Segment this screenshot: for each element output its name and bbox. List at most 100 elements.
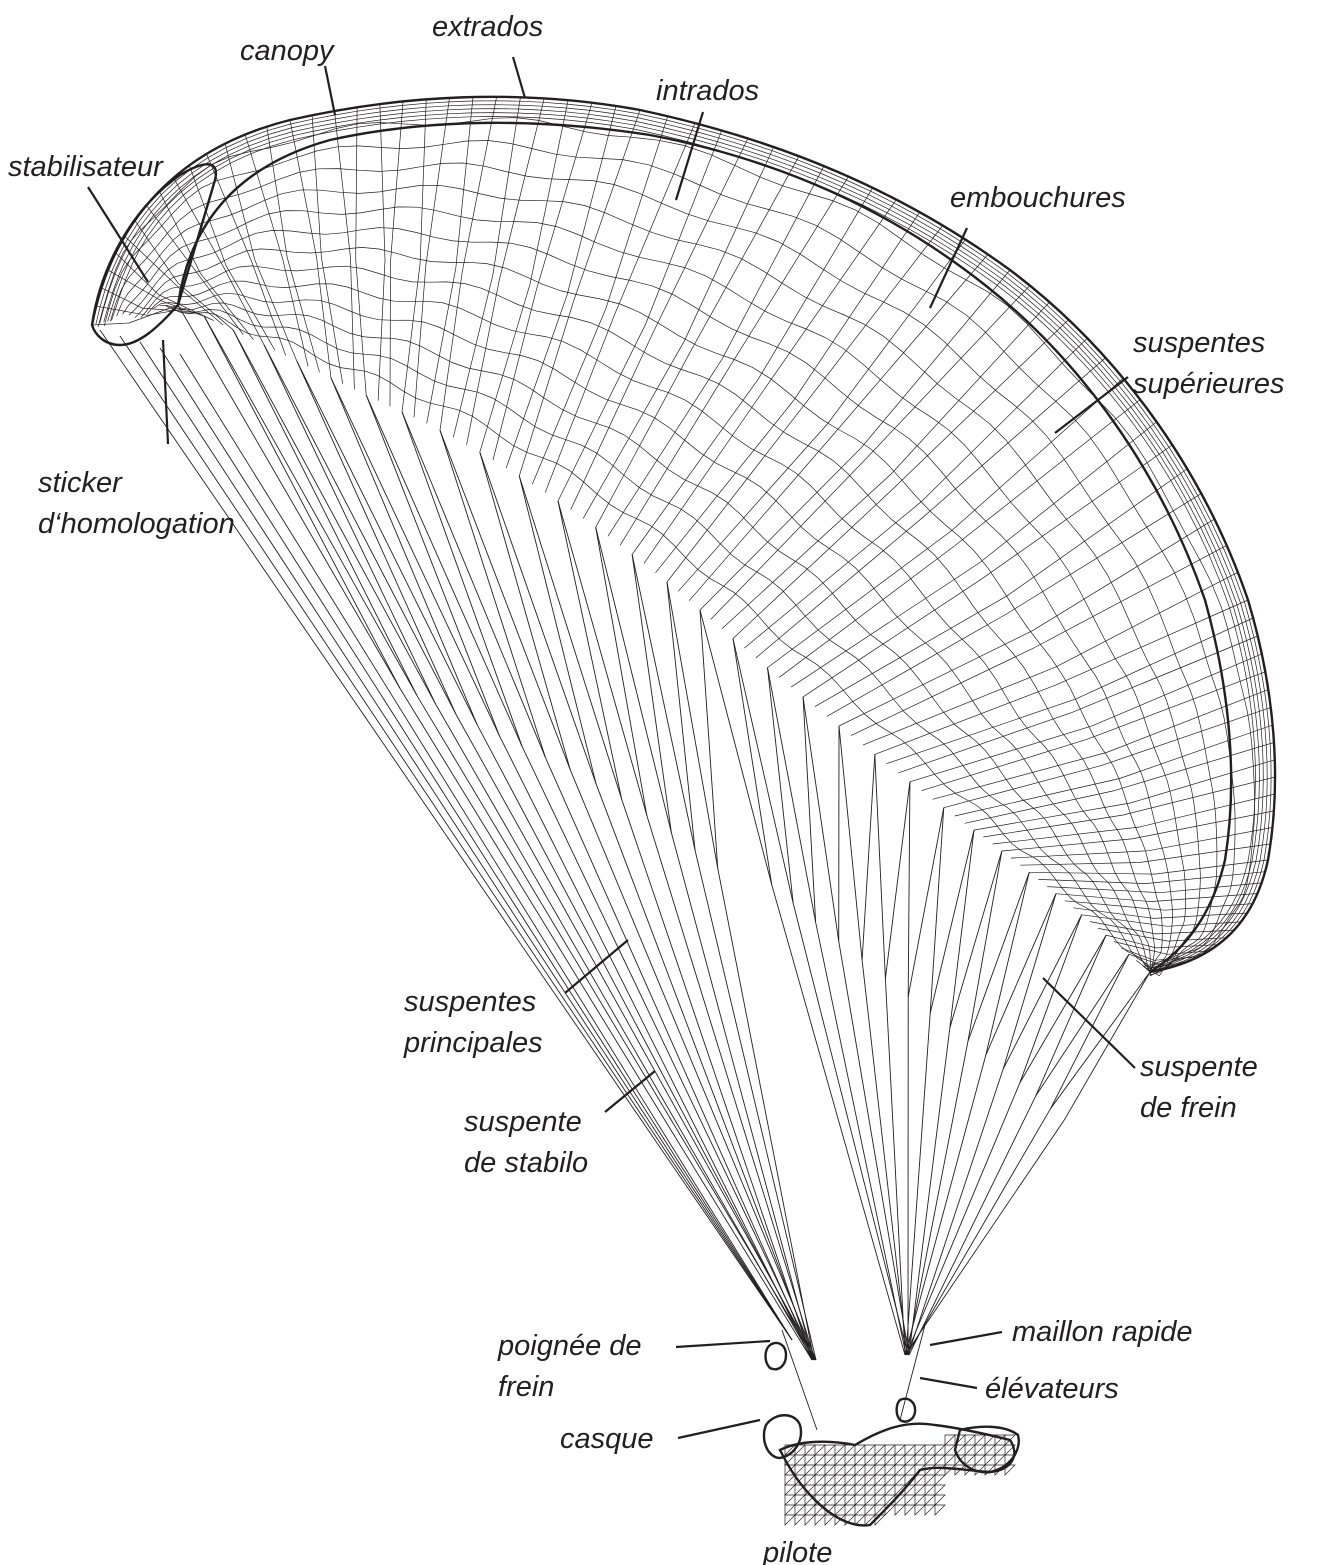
mesh-line (104, 141, 1235, 976)
pilot-mesh-cell (925, 1455, 935, 1465)
mesh-line (779, 400, 1140, 678)
pilot-mesh-cell (845, 1505, 855, 1515)
suspension-line (862, 960, 907, 1355)
pilot-mesh-cell (805, 1445, 815, 1455)
label-sticker-line2: d‘homologation (38, 508, 235, 540)
mesh-line (104, 109, 1264, 972)
pilot-mesh-cell (865, 1475, 875, 1485)
leader-casque (678, 1420, 760, 1438)
label-canopy: canopy (240, 35, 335, 67)
pilot-mesh-cell (865, 1495, 875, 1505)
pilot-mesh-cell (845, 1465, 855, 1475)
leader-lines (88, 57, 1135, 1438)
mesh-line (700, 270, 1010, 610)
brake-handle-left-icon (766, 1343, 787, 1369)
canopy-mesh (92, 97, 1275, 980)
pilot-mesh-cell (945, 1465, 955, 1475)
suspension-line (885, 979, 905, 1355)
suspension-line (366, 395, 522, 747)
pilot-mesh-cell (785, 1495, 795, 1505)
pilot-mesh-cell (785, 1505, 795, 1515)
mesh-line (921, 672, 1265, 791)
pilot-mesh-cell (915, 1455, 925, 1465)
suspension-line (905, 1055, 986, 1355)
pilot-mesh-cell (895, 1505, 905, 1515)
label-suspentes-principales-line1: suspentes (404, 986, 536, 1018)
label-suspente-stabilo-line1: suspente (464, 1106, 582, 1138)
mesh-line (863, 572, 1238, 745)
pilot-mesh-cell (925, 1495, 935, 1505)
label-intrados: intrados (656, 75, 759, 107)
pilot-mesh-cell (945, 1455, 955, 1465)
mesh-line (480, 100, 568, 452)
mesh-line (689, 254, 988, 600)
pilot-mesh-cell (815, 1485, 825, 1495)
pilot-mesh-cell (795, 1495, 805, 1505)
leader-poignee-frein (676, 1341, 770, 1347)
suspension-line (596, 527, 647, 815)
mesh-line (1038, 872, 1265, 884)
suspension-line (522, 747, 815, 1360)
mesh-line (245, 135, 308, 367)
suspension-line (968, 872, 1029, 1041)
suspension-line (839, 726, 862, 960)
mesh-line (827, 494, 1201, 717)
pilot-mesh-cell (875, 1485, 885, 1495)
pilot-mesh-cell (845, 1485, 855, 1495)
leader-intrados (676, 112, 703, 200)
pilot-mesh-cell (825, 1495, 835, 1505)
pilot-mesh-cell (895, 1445, 905, 1455)
pilot-mesh-cell (865, 1505, 875, 1515)
pilot-mesh-cell (855, 1465, 865, 1475)
suspension-line (930, 808, 944, 1014)
suspension-line (160, 348, 792, 1340)
pilot-mesh-cell (965, 1455, 975, 1465)
label-suspentes-superieures-line1: suspentes (1133, 327, 1265, 359)
suspension-line (862, 754, 875, 960)
suspension-line (120, 336, 792, 1340)
suspension-lines (100, 305, 1150, 1430)
pilot-mesh-cell (915, 1475, 925, 1485)
suspension-line (671, 833, 813, 1360)
pilot-mesh-cell (845, 1445, 855, 1455)
pilot-mesh-cell (945, 1445, 955, 1455)
pilot-mesh-cell (935, 1485, 945, 1495)
pilot-mesh-cell (925, 1505, 935, 1515)
suspension-line (906, 1083, 1020, 1355)
label-poignee-frein-line1: poignée de (497, 1330, 642, 1362)
suspension-line (180, 354, 792, 1340)
mesh-line (944, 707, 1271, 807)
suspension-line (499, 736, 812, 1360)
pilot-mesh-cell (915, 1445, 925, 1455)
pilot-mesh-cell (875, 1465, 885, 1475)
suspension-line (733, 638, 772, 884)
pilot-mesh-cell (805, 1465, 815, 1475)
pilot-mesh-cell (905, 1505, 915, 1515)
label-stabilisateur: stabilisateur (8, 151, 164, 183)
label-casque: casque (560, 1423, 654, 1455)
suspension-line (803, 697, 839, 941)
pilot-mesh-cell (905, 1465, 915, 1475)
pilot-mesh-cell (925, 1475, 935, 1485)
pilot-mesh-cell (795, 1505, 805, 1515)
suspension-line (1051, 954, 1129, 1108)
suspension-line (264, 345, 436, 705)
suspension-line (986, 894, 1056, 1056)
pilot-mesh-cell (895, 1465, 905, 1475)
suspension-line (816, 922, 906, 1355)
pilot-mesh (785, 1435, 1015, 1525)
mesh-line (744, 338, 1087, 648)
suspension-line (596, 784, 814, 1360)
suspension-line (950, 830, 974, 1028)
suspension-line (558, 501, 647, 816)
pilot-mesh-cell (905, 1445, 915, 1455)
mesh-line (608, 166, 824, 536)
labels: extrados canopy intrados stabilisateur e… (8, 11, 1285, 1565)
pilot-mesh-cell (985, 1445, 995, 1455)
pilot-mesh-cell (855, 1505, 865, 1515)
pilot-figure (764, 1343, 1019, 1525)
suspension-line (366, 395, 499, 736)
pilot-mesh-cell (935, 1495, 945, 1505)
pilot-mesh-cell (865, 1485, 875, 1495)
suspension-line (400, 688, 812, 1360)
